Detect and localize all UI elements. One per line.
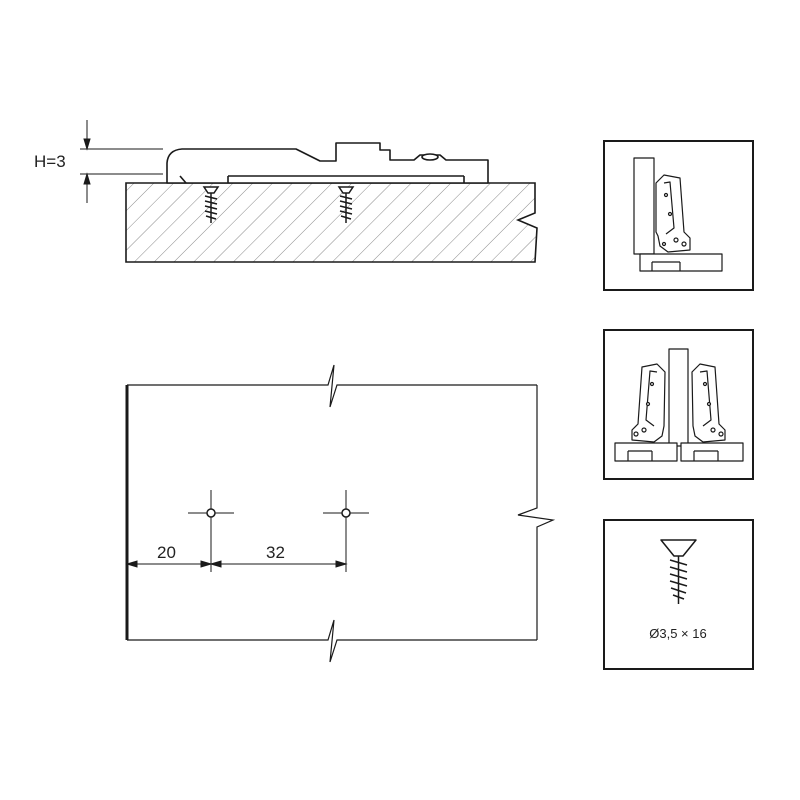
dimension-label-32: 32 — [266, 543, 285, 562]
panel-right-line — [517, 385, 556, 640]
panel-section — [125, 182, 538, 263]
screw-icon — [660, 539, 697, 604]
dimension-label-20: 20 — [157, 543, 176, 562]
detail-box-screw: Ø3,5 × 16 — [603, 519, 754, 670]
height-dimension — [80, 120, 163, 203]
mounting-plate — [166, 142, 489, 184]
side-view: H=3 — [34, 120, 538, 263]
hole-marker — [188, 490, 234, 536]
dimension-lines — [125, 536, 348, 572]
panel-bottom-line — [127, 619, 537, 663]
front-view: 20 32 — [125, 364, 556, 663]
detail-box-hinge-single — [603, 140, 754, 291]
screw-size-label: Ø3,5 × 16 — [649, 626, 706, 641]
panel-top-line — [127, 364, 537, 408]
detail-box-hinge-double — [603, 329, 754, 480]
screw-icon — [337, 186, 355, 223]
screw-icon — [202, 186, 220, 223]
height-label: H=3 — [34, 152, 66, 171]
hole-marker — [323, 490, 369, 536]
